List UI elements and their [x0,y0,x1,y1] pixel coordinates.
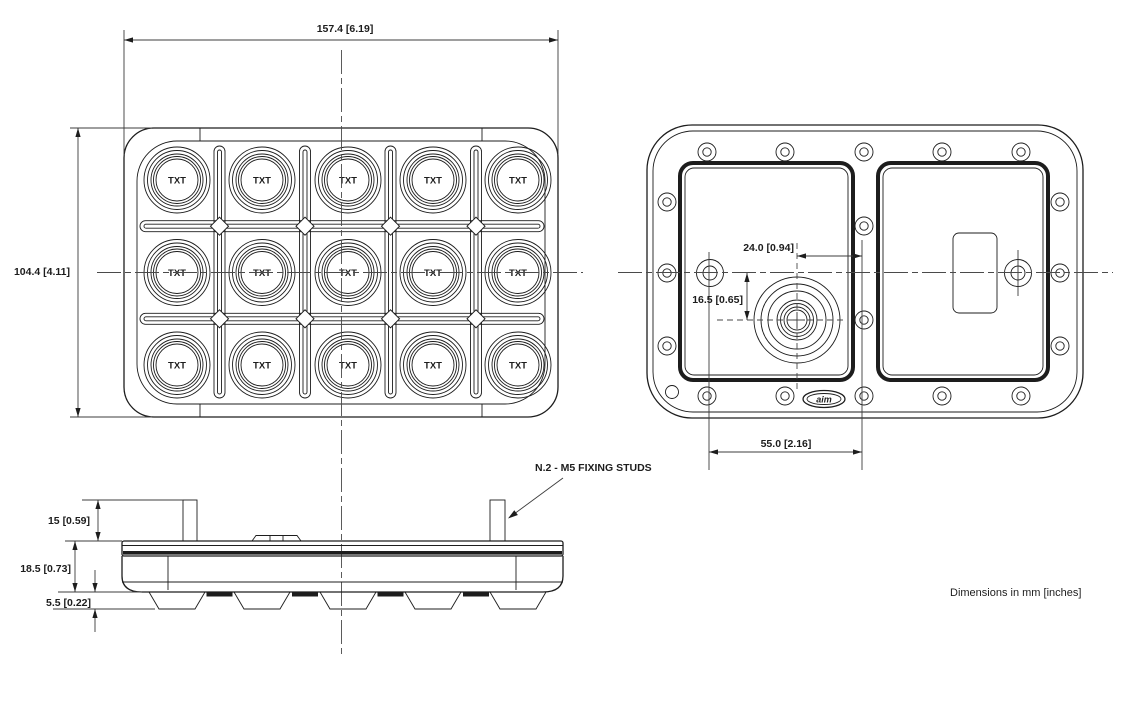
dim-front-height: 104.4 [4.11] [14,127,152,418]
front-view: TXT TXT TXT TXT TXT TXT TXT TXT TXT TXT … [14,23,583,658]
dim-stud-spacing: 55.0 [2.16] [709,438,862,455]
corner-pin-hole [665,385,679,399]
brand-logo: aim [802,389,846,409]
back-view: aim 24.0 [0.94] 16.5 [0.65] 55.0 [2.16] [618,124,1113,470]
side-view: 15 [0.59] 18.5 [0.73] 5.5 [0.22] N.2 - M… [20,462,652,632]
ridge-hatch [377,592,404,597]
label-recess [952,232,998,314]
button-label: TXT [253,176,271,187]
dim-stud-spacing-label: 55.0 [2.16] [761,438,812,450]
dim-connector-y: 16.5 [0.65] [692,273,750,320]
dim-stud-height: 15 [0.59] [48,499,183,542]
top-rib [251,535,302,542]
button-label: TXT [424,176,442,187]
dim-button-height: 5.5 [0.22] [46,570,155,632]
body-inner-lines [122,556,563,590]
button-label: TXT [168,268,186,279]
button-label: TXT [509,176,527,187]
gasket-groove-right [876,161,1050,382]
bezel-corner-ticks [199,128,483,417]
dim-stud-height-label: 15 [0.59] [48,515,90,527]
button-label: TXT [509,361,527,372]
gasket-groove-left-inner [684,167,849,376]
stud-hole-right [1004,250,1032,296]
body-outline [121,556,564,593]
gasket-groove-right-inner [882,167,1044,376]
dim-front-height-label: 104.4 [4.11] [14,266,70,278]
button-label: TXT [339,176,357,187]
ridge-hatch [206,592,233,597]
dim-connector-y-label: 16.5 [0.65] [692,294,743,306]
back-outer-outline [646,124,1084,419]
button-label: TXT [509,268,527,279]
button-label: TXT [424,268,442,279]
ridge-hatch [463,592,489,597]
button-label: TXT [424,361,442,372]
back-inner-outline [652,130,1078,413]
button-label: TXT [168,361,186,372]
button-label: TXT [339,361,357,372]
units-note: Dimensions in mm [inches] [950,587,1081,599]
dim-button-height-label: 5.5 [0.22] [46,597,91,609]
fixing-studs-note: N.2 - M5 FIXING STUDS [508,462,652,519]
dim-connector-x: 24.0 [0.94] [743,242,862,259]
stud-hole-left [696,259,724,287]
brand-logo-text: aim [816,395,832,405]
dim-body-thickness-label: 18.5 [0.73] [20,563,71,575]
gasket-groove-left [678,161,855,382]
gasket-band [123,551,562,555]
button-label: TXT [253,268,271,279]
button-label: TXT [168,176,186,187]
fixing-studs-note-label: N.2 - M5 FIXING STUDS [535,462,652,474]
button-label: TXT [339,268,357,279]
top-plate [121,540,564,557]
dim-body-thickness: 18.5 [0.73] [20,541,142,593]
dim-connector-x-label: 24.0 [0.94] [743,242,794,254]
button-label: TXT [253,361,271,372]
dim-front-width-label: 157.4 [6.19] [317,23,374,35]
dim-front-width: 157.4 [6.19] [123,23,559,155]
ridge-hatch [292,592,318,597]
keypad-buttons: TXT TXT TXT TXT TXT TXT TXT TXT TXT TXT … [143,146,552,399]
